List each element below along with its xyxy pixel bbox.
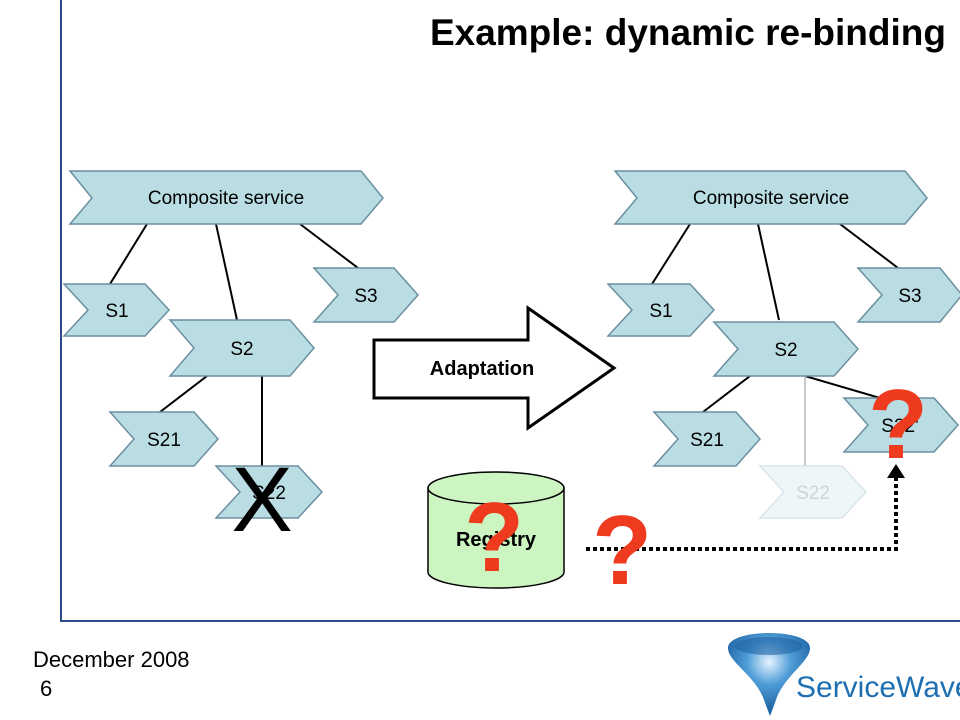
right-s1-node: S1 <box>606 283 716 337</box>
servicewave-logo: ServiceWave <box>728 633 960 716</box>
right-s2-node: S2 <box>712 321 860 377</box>
right-s2-label: S2 <box>774 340 797 361</box>
right-s22-new-label: S22' <box>881 416 918 437</box>
right-composition: Composite service S1 S3 S2 S21 S22 S22' … <box>606 170 960 519</box>
right-composite-service-node: Composite service <box>613 170 928 225</box>
failure-x-mark: X <box>231 449 292 551</box>
left-s3-node: S3 <box>312 267 420 323</box>
left-s3-label: S3 <box>354 286 377 307</box>
left-s22-node: S22 <box>214 465 324 519</box>
rebinding-question-mark: ? <box>868 369 928 479</box>
right-s3-node: S3 <box>856 267 960 323</box>
right-s1-label: S1 <box>649 301 672 322</box>
logo-funnel-icon <box>728 633 810 716</box>
adaptation-arrow: Adaptation <box>372 305 617 431</box>
left-s21-label: S21 <box>147 430 181 451</box>
slide-frame-bottom <box>60 620 960 622</box>
right-s22-old-label: S22 <box>796 483 830 504</box>
lookup-arrowhead <box>887 464 905 478</box>
left-s2-node: S2 <box>168 319 315 377</box>
footer-date: December 2008 <box>33 647 190 672</box>
left-s1-node: S1 <box>62 283 171 337</box>
lookup-dotted-path <box>586 476 898 551</box>
right-s22-new-node: S22' <box>842 397 960 453</box>
left-s1-label: S1 <box>105 301 128 322</box>
lookup-question-mark: ? <box>592 495 652 605</box>
right-s3-label: S3 <box>898 286 921 307</box>
registry-question-mark: ? <box>464 482 524 592</box>
right-s21-label: S21 <box>690 430 724 451</box>
left-s21-node: S21 <box>108 411 220 467</box>
left-s22-label: S22 <box>252 483 286 504</box>
page-number: 6 <box>40 676 53 701</box>
slide-frame-left <box>60 0 62 622</box>
slide-title: Example: dynamic re-binding <box>429 12 946 53</box>
right-composite-label: Composite service <box>693 188 849 209</box>
left-s2-label: S2 <box>230 339 253 360</box>
adaptation-label: Adaptation <box>430 358 534 380</box>
logo-text: ServiceWave <box>796 671 960 704</box>
left-composite-label: Composite service <box>148 188 304 209</box>
right-s21-node: S21 <box>652 411 762 467</box>
left-composition: Composite service S1 S3 S2 S21 S22 X <box>62 170 420 551</box>
right-s22-old-node: S22 <box>758 465 868 519</box>
registry-database: Registry <box>427 471 565 589</box>
left-composite-service-node: Composite service <box>68 170 384 225</box>
registry-label: Registry <box>456 529 537 551</box>
